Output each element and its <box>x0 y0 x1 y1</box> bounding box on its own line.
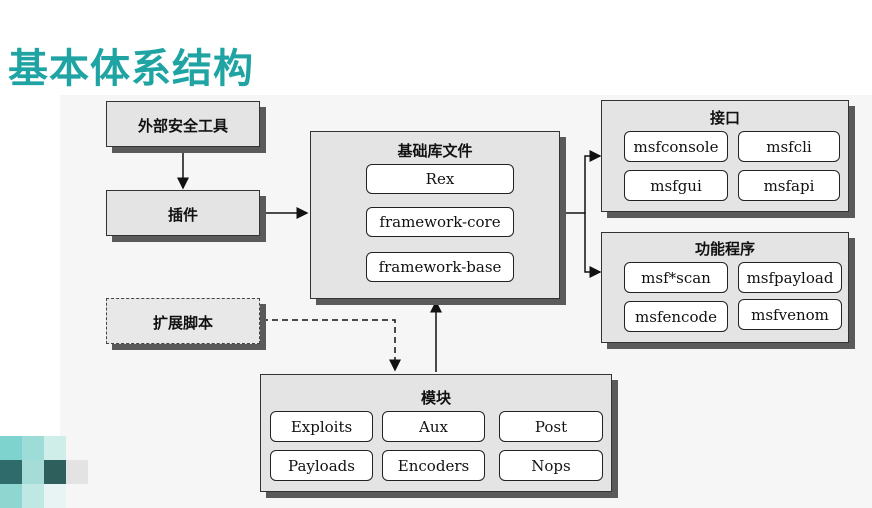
payloads-item: Payloads <box>270 450 373 481</box>
rex-item: Rex <box>366 164 514 194</box>
msfgui-item: msfgui <box>624 170 728 201</box>
exploits-item: Exploits <box>270 411 373 442</box>
base-library-box: 基础库文件 Rex framework-core framework-base <box>310 131 560 299</box>
encoders-item: Encoders <box>382 450 485 481</box>
msfvenom-item: msfvenom <box>738 299 842 330</box>
msfencode-item: msfencode <box>624 301 728 332</box>
msfapi-item: msfapi <box>738 170 840 201</box>
page-title: 基本体系结构 <box>8 46 254 92</box>
post-item: Post <box>499 411 603 442</box>
msfscan-item: msf*scan <box>624 262 728 293</box>
utilities-title: 功能程序 <box>694 240 755 258</box>
external-tools-box: 外部安全工具 <box>106 101 260 147</box>
msfcli-item: msfcli <box>738 131 840 162</box>
msfconsole-item: msfconsole <box>624 131 728 162</box>
nops-item: Nops <box>499 450 603 481</box>
plugins-label: 插件 <box>167 206 198 224</box>
external-tools-label: 外部安全工具 <box>137 117 228 135</box>
msfpayload-item: msfpayload <box>738 262 842 293</box>
utilities-box: 功能程序 msf*scan msfpayload msfencode msfve… <box>601 232 849 343</box>
aux-item: Aux <box>382 411 485 442</box>
arrow-base-to-utilities <box>584 213 602 278</box>
base-library-title: 基础库文件 <box>397 142 473 160</box>
modules-box: 模块 Exploits Aux Post Payloads Encoders N… <box>260 374 612 492</box>
arrow-scripts-to-modules <box>262 319 401 372</box>
modules-title: 模块 <box>420 389 451 407</box>
plugins-box: 插件 <box>106 190 260 236</box>
framework-base-item: framework-base <box>366 252 514 282</box>
extension-scripts-box: 扩展脚本 <box>106 298 260 344</box>
interfaces-title: 接口 <box>709 109 740 127</box>
framework-core-item: framework-core <box>366 207 514 237</box>
interfaces-box: 接口 msfconsole msfcli msfgui msfapi <box>601 100 849 212</box>
extension-scripts-label: 扩展脚本 <box>152 314 213 332</box>
arrow-base-to-interfaces <box>560 150 602 214</box>
